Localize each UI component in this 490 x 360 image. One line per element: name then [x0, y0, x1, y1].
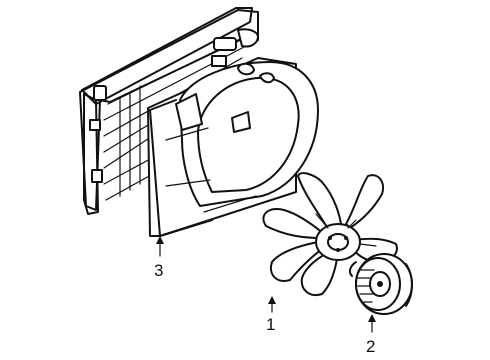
fan-clutch: [348, 253, 413, 315]
callout-fan-shroud: 3: [154, 261, 163, 280]
leader-arrow-2: [368, 314, 376, 322]
mount-clip: [237, 62, 255, 76]
radiator-fitting: [89, 119, 101, 131]
leader-arrow-3: [156, 236, 164, 244]
radiator-cap: [93, 85, 107, 101]
callout-fan-clutch: 2: [366, 337, 375, 356]
fan-blade: [262, 172, 398, 296]
callout-leaders: [156, 236, 376, 333]
leader-arrow-1: [268, 296, 276, 304]
callout-fan-blade: 1: [266, 315, 275, 334]
upper-hose-outlet: [237, 28, 259, 48]
drain-fitting: [91, 169, 103, 183]
fan-shroud: [147, 57, 319, 237]
